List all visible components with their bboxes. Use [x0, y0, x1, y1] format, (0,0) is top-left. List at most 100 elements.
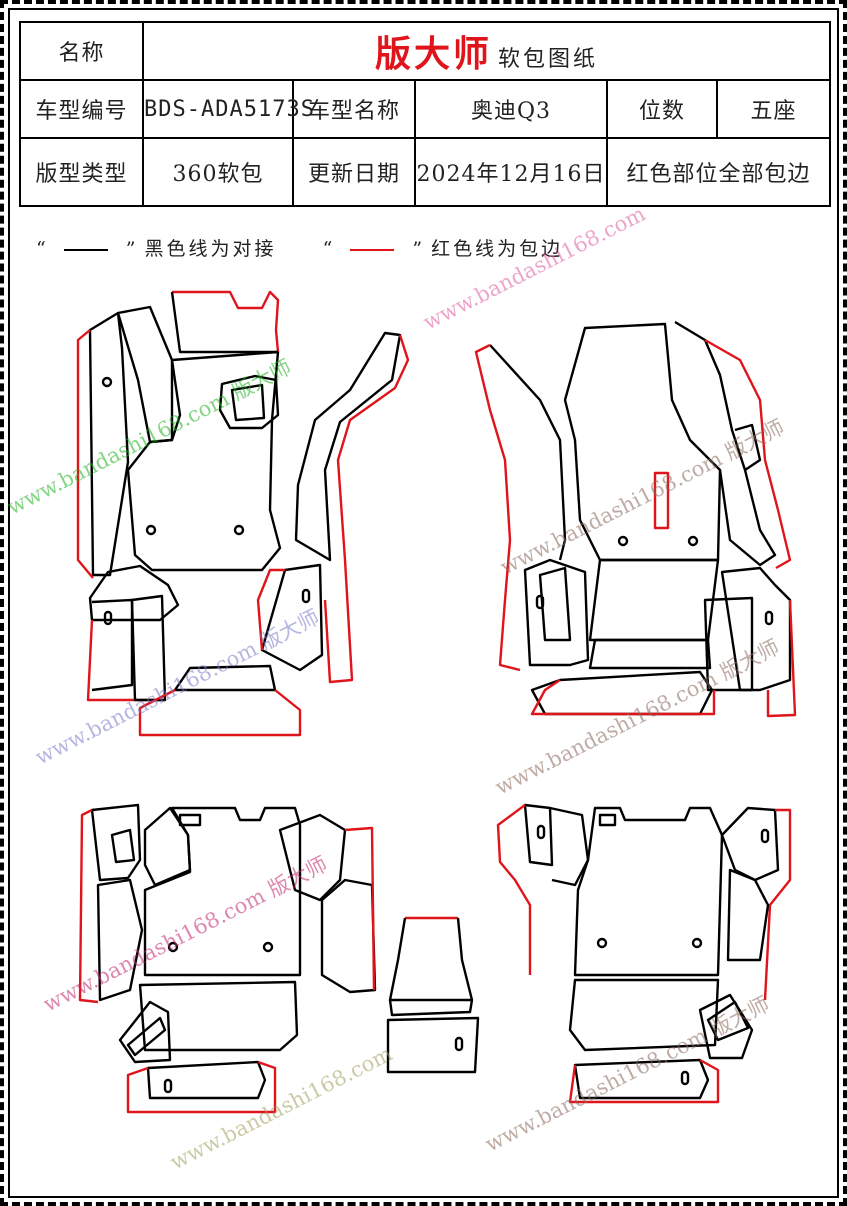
pattern-piece — [126, 1016, 167, 1057]
pattern-hole — [167, 941, 179, 953]
pattern-piece — [90, 803, 142, 882]
pattern-piece — [496, 804, 532, 975]
front-right-panels — [474, 320, 797, 718]
pattern-piece — [653, 471, 670, 530]
pattern-piece — [323, 334, 410, 684]
pattern-piece — [110, 828, 136, 864]
pattern-piece — [230, 383, 266, 422]
pattern-slot — [103, 610, 113, 626]
pattern-piece — [138, 980, 299, 1052]
pattern-slot — [163, 1078, 173, 1094]
update-date-label: 更新日期 — [292, 137, 416, 207]
pattern-piece — [88, 564, 180, 622]
pattern-slot — [535, 594, 545, 610]
pattern-slot — [301, 588, 311, 604]
svg-text:www.bandashi168.com: www.bandashi168.com — [419, 202, 649, 335]
title-cell: 版大师软包图纸 — [141, 21, 832, 81]
pattern-piece — [278, 813, 347, 902]
model-name-label: 车型名称 — [292, 79, 416, 139]
pattern-piece — [218, 374, 280, 430]
pattern-piece — [523, 558, 590, 667]
red-line-swatch — [350, 249, 395, 251]
pattern-piece — [568, 978, 720, 1052]
model-code: BDS-ADA5173S — [142, 79, 314, 139]
pattern-piece — [489, 344, 567, 561]
update-date: 2024年12月16日 — [414, 137, 608, 207]
svg-text:www.bandashi168.com 版大师: www.bandashi168.com 版大师 — [31, 605, 323, 770]
pattern-piece — [256, 568, 285, 651]
pattern-piece — [704, 338, 792, 570]
pattern-piece — [76, 329, 94, 579]
tunnel-panels — [386, 916, 480, 1074]
pattern-piece — [130, 594, 167, 702]
pattern-piece — [720, 806, 780, 882]
rear-right-panels — [496, 803, 792, 1104]
pattern-piece — [294, 331, 402, 562]
pattern-piece — [178, 813, 202, 827]
pattern-piece — [598, 813, 617, 827]
pattern-piece — [698, 993, 754, 1060]
rear-left-panels — [78, 803, 377, 1114]
svg-text:www.bandashi168.com 版大师: www.bandashi168.com 版大师 — [481, 992, 773, 1157]
line-legend: “” 黑色线为对接 “” 红色线为包边 — [36, 238, 564, 260]
model-row: 车型编号 BDS-ADA5173S 车型名称 奥迪Q3 位数 五座 — [19, 79, 832, 139]
pattern-hole — [145, 524, 157, 536]
pattern-piece — [573, 806, 724, 977]
spec-table: 名称 版大师软包图纸 车型编号 BDS-ADA5173S 车型名称 奥迪Q3 位… — [19, 21, 832, 207]
doc-type: 软包图纸 — [498, 47, 599, 72]
model-name: 奥迪Q3 — [414, 79, 608, 139]
edge-note: 红色部位全部包边 — [605, 137, 832, 207]
pattern-piece — [344, 826, 376, 991]
pattern-piece — [320, 878, 377, 994]
pattern-piece — [173, 664, 277, 692]
pattern-slot — [680, 1070, 690, 1086]
pattern-piece — [523, 803, 554, 867]
pattern-piece — [726, 868, 770, 962]
title-row: 名称 版大师软包图纸 — [19, 21, 832, 81]
name-label: 名称 — [19, 21, 144, 81]
seats-value: 五座 — [715, 79, 832, 139]
pattern-piece — [146, 1060, 267, 1100]
pattern-piece — [126, 1060, 277, 1114]
pattern-hole — [233, 524, 245, 536]
pattern-piece — [703, 596, 754, 692]
pattern-piece — [474, 343, 521, 672]
pattern-piece — [763, 808, 792, 1001]
pattern-type-label: 版型类型 — [19, 137, 144, 207]
pattern-piece — [530, 679, 716, 716]
inner-border — [8, 8, 839, 1198]
pattern-piece — [96, 878, 144, 1002]
pattern-piece — [116, 305, 182, 444]
pattern-piece — [91, 598, 134, 692]
pattern-piece — [388, 999, 474, 1017]
pattern-hole — [617, 535, 629, 547]
pattern-piece — [126, 350, 282, 572]
pattern-piece — [388, 917, 474, 1002]
pattern-slot — [536, 824, 546, 840]
model-code-label: 车型编号 — [19, 79, 144, 139]
black-line-swatch — [63, 249, 108, 251]
pattern-piece — [568, 1058, 720, 1104]
pattern-piece — [172, 290, 280, 353]
brand-title: 版大师 — [375, 33, 493, 75]
pattern-piece — [138, 688, 302, 737]
pattern-type: 360软包 — [142, 137, 294, 207]
svg-text:www.bandashi168.com: www.bandashi168.com — [166, 1042, 396, 1175]
pattern-slot — [101, 376, 113, 388]
pattern-hole — [262, 941, 274, 953]
pattern-piece — [706, 1000, 750, 1042]
pattern-piece — [386, 1016, 480, 1074]
svg-text:www.bandashi168.com 版大师: www.bandashi168.com 版大师 — [496, 415, 788, 580]
pattern-slot — [760, 828, 770, 844]
pattern-slot — [764, 610, 774, 626]
pattern-hole — [596, 937, 608, 949]
pattern-piece — [78, 808, 99, 1004]
svg-text:www.bandashi168.com 版大师: www.bandashi168.com 版大师 — [3, 355, 295, 520]
pattern-piece — [538, 566, 572, 642]
svg-text:www.bandashi168.com 版大师: www.bandashi168.com 版大师 — [39, 852, 331, 1017]
pattern-slot — [454, 1036, 464, 1052]
pattern-hole — [687, 535, 699, 547]
red-line-text: 红色线为包边 — [431, 238, 564, 260]
